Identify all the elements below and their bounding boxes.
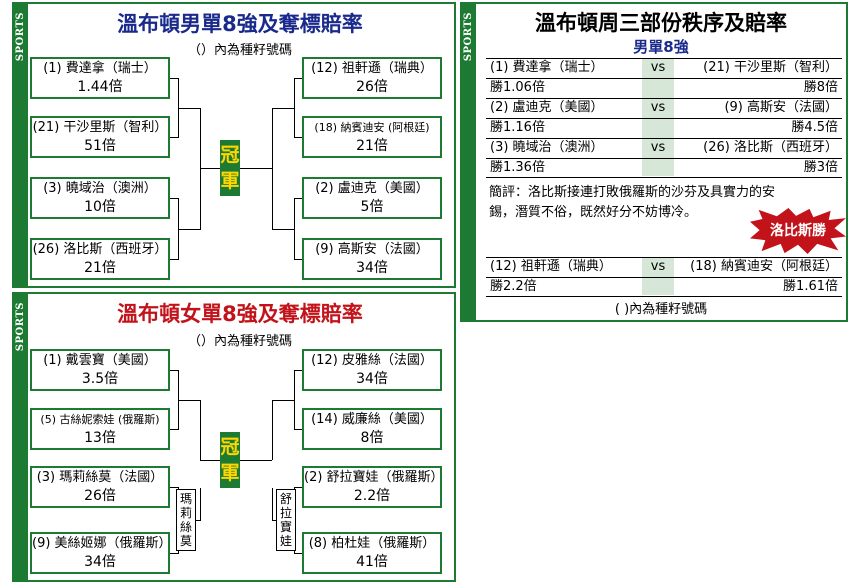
- mens-player-box: (2) 盧迪克（美國）5倍: [302, 177, 442, 219]
- mens-title: 溫布頓男單8強及奪標賠率: [117, 12, 363, 36]
- order-subtitle: 男單8強: [633, 38, 689, 56]
- order-seed-footnote: ( )內為種籽號碼: [614, 302, 708, 317]
- womens-semifinal-left: 瑪莉絲莫: [176, 489, 196, 551]
- sports-strip: SPORTS: [462, 4, 476, 320]
- match-row: (3) 曉域治（澳洲）vs(26) 洛比斯（西班牙）: [486, 138, 842, 157]
- bracket-line: [200, 460, 220, 461]
- bracket-line: [294, 259, 302, 260]
- sports-strip: SPORTS: [14, 4, 28, 286]
- bracket-line: [294, 429, 302, 430]
- womens-player-box: (12) 皮雅絲（法國）34倍: [302, 349, 442, 391]
- womens-player-box: (2) 舒拉寶娃（俄羅斯）2.2倍: [302, 466, 444, 508]
- match-row: (1) 費達拿（瑞士）vs(21) 干沙里斯（智利）: [486, 58, 842, 77]
- odds-row: 勝1.36倍勝3倍: [486, 158, 842, 178]
- womens-player-box: (8) 柏杜娃（俄羅斯）41倍: [302, 532, 442, 574]
- bracket-line: [170, 370, 178, 371]
- womens-player-box: (3) 瑪莉絲莫（法國）26倍: [30, 466, 170, 508]
- womens-player-box: (5) 古絲妮索娃 (俄羅斯)13倍: [30, 408, 170, 450]
- bracket-line: [294, 137, 302, 138]
- bracket-line: [294, 78, 295, 138]
- order-title: 溫布頓周三部份秩序及賠率: [535, 11, 787, 35]
- womens-champion-badge: 冠軍: [220, 432, 240, 488]
- mens-player-box: (1) 費達拿（瑞士）1.44倍: [30, 57, 170, 99]
- womens-semifinal-right: 舒拉寶娃: [276, 489, 296, 551]
- bracket-line: [200, 168, 220, 169]
- bracket-line: [272, 400, 273, 460]
- odds-row: 勝2.2倍勝1.61倍: [486, 277, 842, 297]
- mens-player-box: (12) 祖軒遜（瑞典）26倍: [302, 57, 442, 99]
- bracket-line: [170, 429, 178, 430]
- match-row: (12) 祖軒遜（瑞典）vs(18) 納賓迪安（阿根廷）: [486, 257, 842, 276]
- bracket-line: [196, 520, 200, 521]
- bracket-line: [294, 78, 302, 79]
- bracket-line: [272, 108, 294, 109]
- bracket-line: [272, 229, 294, 230]
- mens-player-box: (21) 干沙里斯（智利）51倍: [30, 116, 170, 158]
- womens-player-box: (9) 美絲姬娜（俄羅斯）34倍: [30, 532, 172, 574]
- sports-strip: SPORTS: [14, 294, 28, 580]
- bracket-line: [272, 108, 273, 230]
- womens-seed-note: （）內為種籽號碼: [187, 334, 292, 349]
- bracket-line: [200, 488, 201, 521]
- bracket-line: [294, 370, 302, 371]
- bracket-line: [170, 487, 178, 488]
- bracket-line: [272, 400, 294, 401]
- mens-champion-badge: 冠軍: [220, 140, 240, 196]
- bracket-line: [178, 108, 200, 109]
- bracket-line: [170, 137, 178, 138]
- match-row: (2) 盧迪克（美國）vs(9) 高斯安（法國）: [486, 98, 842, 117]
- bracket-line: [240, 168, 272, 169]
- vs-column-bg: [642, 257, 674, 295]
- bracket-line: [294, 487, 302, 488]
- mens-player-box: (26) 洛比斯（西班牙）21倍: [30, 238, 170, 280]
- bracket-line: [294, 553, 302, 554]
- odds-row: 勝1.06倍勝8倍: [486, 78, 842, 97]
- mens-seed-note: （）內為種籽號碼: [187, 43, 292, 58]
- womens-title: 溫布頓女單8強及奪標賠率: [117, 302, 363, 326]
- tip-label: 洛比斯勝: [770, 223, 826, 239]
- odds-row: 勝1.16倍勝4.5倍: [486, 118, 842, 137]
- bracket-line: [272, 488, 273, 521]
- bracket-line: [170, 78, 178, 79]
- bracket-line: [178, 400, 200, 401]
- bracket-line: [294, 198, 302, 199]
- bracket-line: [294, 198, 295, 260]
- bracket-line: [200, 400, 201, 460]
- bracket-line: [170, 259, 178, 260]
- vs-column-bg: [642, 58, 674, 176]
- bracket-line: [240, 460, 272, 461]
- mens-player-box: (18) 納賓迪安 (阿根廷)21倍: [302, 116, 442, 158]
- womens-player-box: (1) 戴雲寶（美國）3.5倍: [30, 349, 170, 391]
- bracket-line: [272, 520, 276, 521]
- mens-player-box: (3) 曉域治（澳洲）10倍: [30, 177, 170, 219]
- bracket-line: [170, 198, 178, 199]
- bracket-line: [294, 370, 295, 430]
- match-comment: 簡評：洛比斯接連打敗俄羅斯的沙芬及具實力的安錫，潛質不俗，既然好分不妨博冷。: [489, 185, 776, 220]
- bracket-line: [170, 553, 178, 554]
- bracket-line: [178, 229, 200, 230]
- womens-player-box: (14) 威廉絲（美國）8倍: [302, 408, 442, 450]
- mens-player-box: (9) 高斯安（法國）34倍: [302, 238, 442, 280]
- bracket-line: [200, 108, 201, 230]
